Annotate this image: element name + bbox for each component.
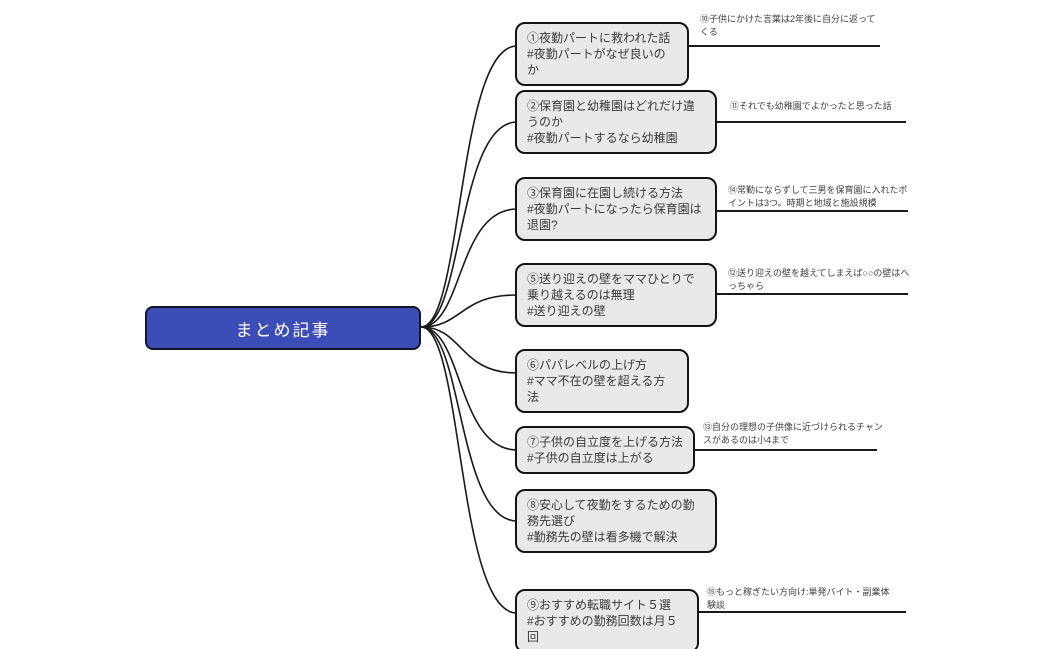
topic-hashtag: #子供の自立度は上がる (527, 451, 654, 465)
topic-hashtag: #ママ不在の壁を超える方法 (527, 374, 666, 404)
topic-title: ⑨おすすめ転職サイト５選 (527, 598, 672, 612)
topic-hashtag: #夜勤パートになったら保育園は退園? (527, 202, 702, 232)
topic-title: ①夜勤パートに救われた話 (527, 31, 671, 45)
note-topic-5[interactable]: ⑫送り迎えの壁を越えてしまえば○○の壁はへっちゃら (728, 267, 910, 293)
topic-title: ②保育園と幼稚園はどれだけ違うのか (527, 99, 696, 129)
topic-night-shift-part[interactable]: ①夜勤パートに救われた話 #夜勤パートがなぜ良いのか (515, 22, 689, 86)
branch-connector (420, 294, 518, 328)
note-topic-7[interactable]: ⑬自分の理想の子供像に近づけられるチャンスがあるのは小4まで (703, 421, 885, 447)
topic-child-independence[interactable]: ⑦子供の自立度を上げる方法 #子供の自立度は上がる (515, 426, 695, 474)
branch-connector (420, 326, 518, 374)
topic-stay-in-hoikuen[interactable]: ③保育園に在園し続ける方法 #夜勤パートになったら保育園は退園? (515, 177, 717, 241)
topic-workplace-choice[interactable]: ⑧安心して夜勤をするための勤務先選び #勤務先の壁は看多機で解決 (515, 489, 717, 553)
note-topic-3[interactable]: ⑭常勤にならずして三男を保育園に入れたポイントは3つ。時期と地域と施設規模 (728, 184, 910, 210)
topic-hashtag: #夜勤パートがなぜ良いのか (527, 47, 666, 77)
note-topic-1[interactable]: ⑩子供にかけた言葉は2年後に自分に返ってくる (700, 13, 882, 39)
topic-hashtag: #送り迎えの壁 (527, 304, 606, 318)
note-text: ⑭常勤にならずして三男を保育園に入れたポイントは3つ。時期と地域と施設規模 (728, 185, 908, 208)
note-text: ⑩子供にかけた言葉は2年後に自分に返ってくる (700, 14, 876, 37)
note-text: ⑬自分の理想の子供像に近づけられるチャンスがあるのは小4まで (703, 422, 883, 445)
topic-hashtag: #おすすめの勤務回数は月５回 (527, 614, 678, 644)
branch-connector (420, 208, 518, 328)
topic-title: ③保育園に在園し続ける方法 (527, 186, 684, 200)
topic-hashtag: #勤務先の壁は看多機で解決 (527, 530, 678, 544)
note-text: ⑪それでも幼稚園でよかったと思った話 (730, 101, 892, 111)
root-topic[interactable]: まとめ記事 (145, 306, 421, 350)
branch-connector (420, 326, 518, 614)
note-topic-2[interactable]: ⑪それでも幼稚園でよかったと思った話 (730, 100, 908, 113)
topic-title: ⑧安心して夜勤をするための勤務先選び (527, 498, 695, 528)
branch-connector (420, 121, 518, 328)
topic-title: ⑤送り迎えの壁をママひとりで乗り越えるのは無理 (527, 272, 695, 302)
branch-connector (420, 326, 518, 522)
topic-hashtag: #夜勤パートするなら幼稚園 (527, 131, 678, 145)
topic-job-sites[interactable]: ⑨おすすめ転職サイト５選 #おすすめの勤務回数は月５回 (515, 589, 699, 649)
topic-pickup-dropoff-wall[interactable]: ⑤送り迎えの壁をママひとりで乗り越えるのは無理 #送り迎えの壁 (515, 263, 717, 327)
topic-hoikuen-vs-youchien[interactable]: ②保育園と幼稚園はどれだけ違うのか #夜勤パートするなら幼稚園 (515, 90, 717, 154)
branch-connector (420, 45, 518, 328)
note-topic-9[interactable]: ⑮もっと稼ぎたい方向け:単発バイト・副業体験談 (707, 586, 891, 612)
topic-title: ⑦子供の自立度を上げる方法 (527, 435, 684, 449)
note-text: ⑫送り迎えの壁を越えてしまえば○○の壁はへっちゃら (728, 268, 910, 291)
note-text: ⑮もっと稼ぎたい方向け:単発バイト・副業体験談 (707, 587, 890, 610)
branch-connector (420, 326, 518, 451)
root-topic-label: まとめ記事 (235, 320, 331, 340)
topic-papa-level[interactable]: ⑥パパレベルの上げ方 #ママ不在の壁を超える方法 (515, 349, 689, 413)
topic-title: ⑥パパレベルの上げ方 (527, 358, 648, 372)
